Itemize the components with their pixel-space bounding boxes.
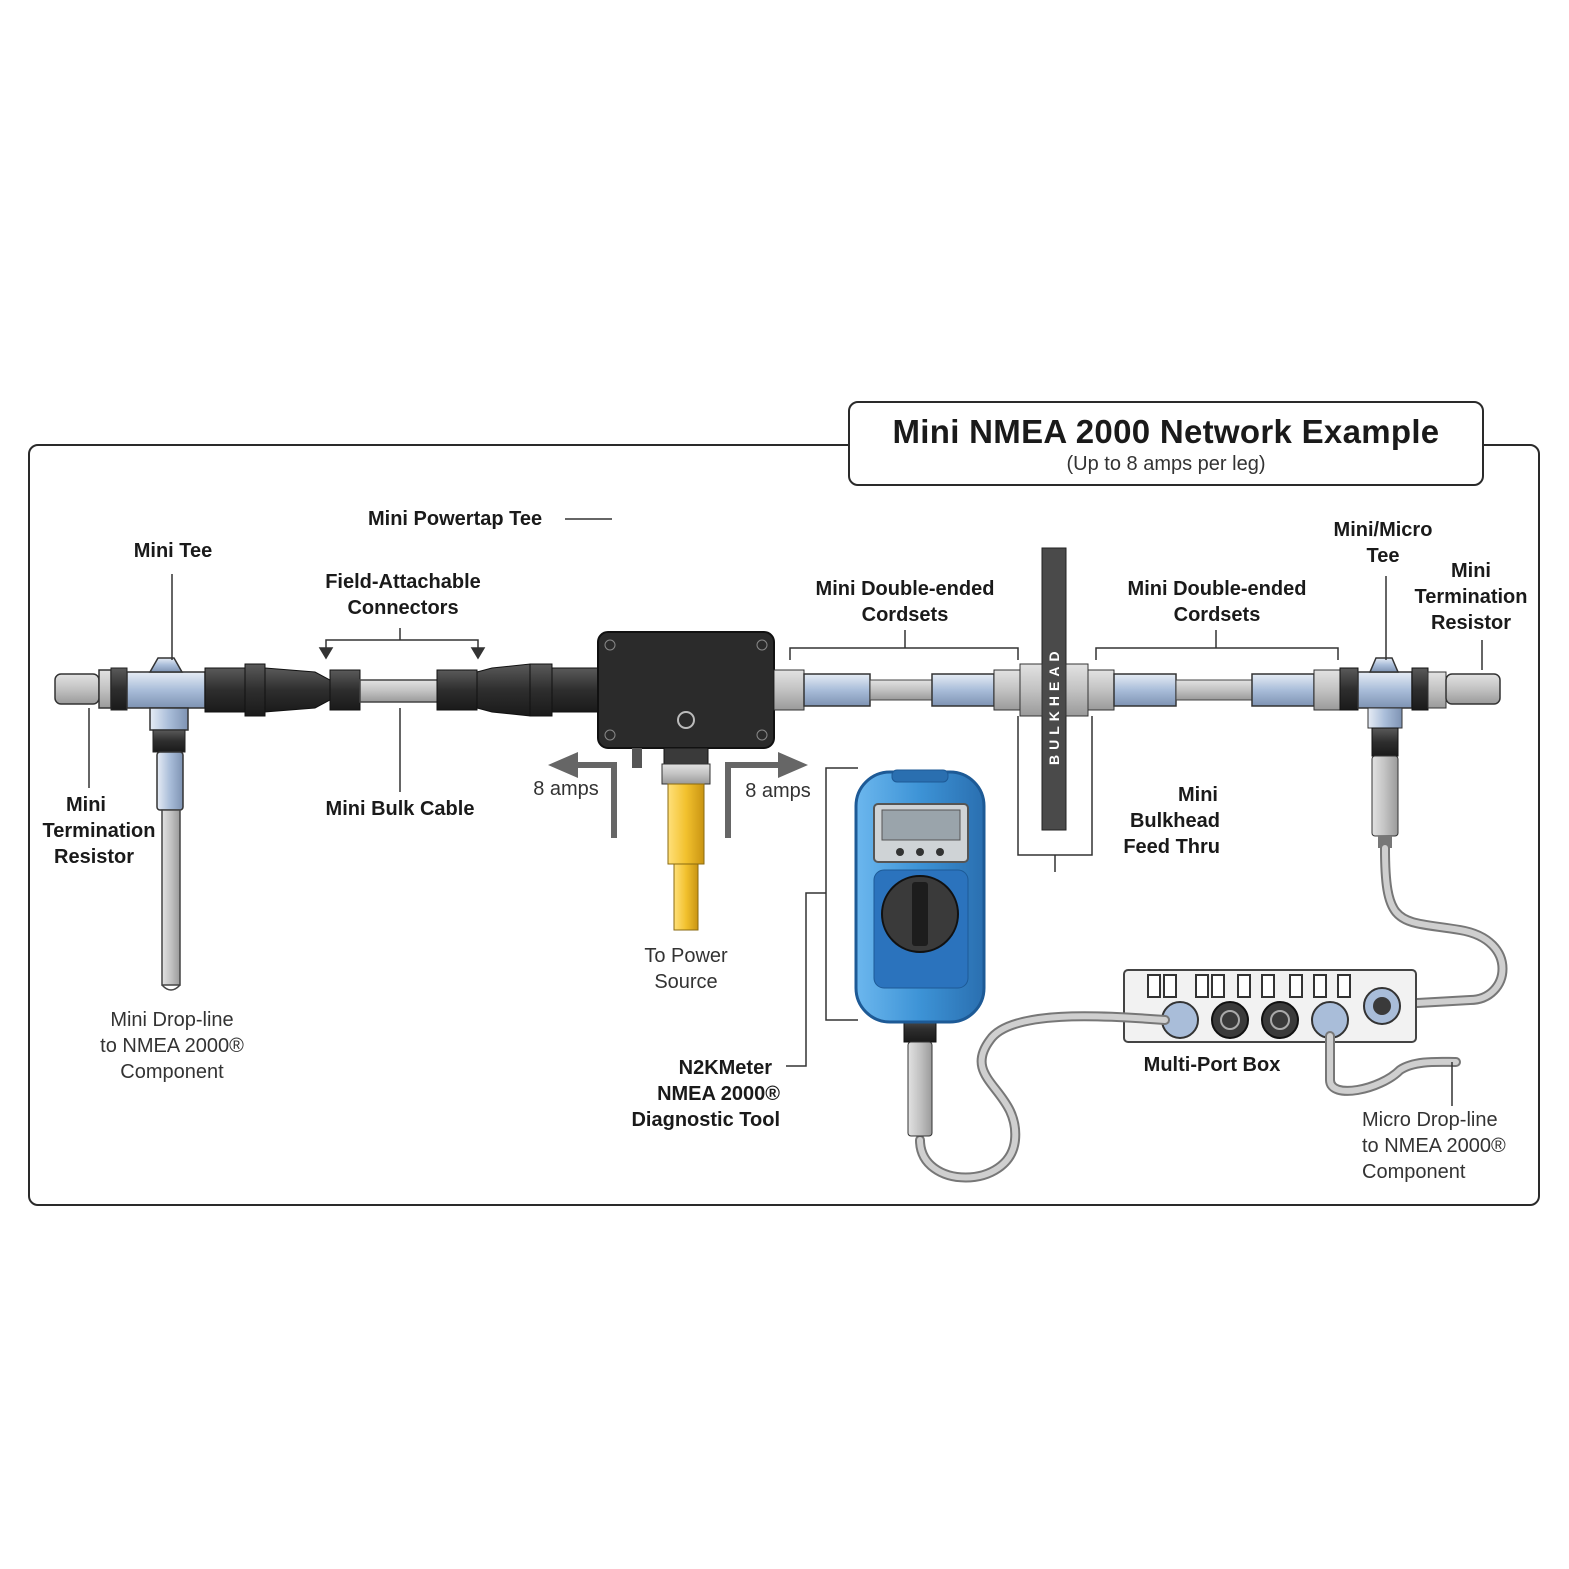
multi-port-box xyxy=(1123,969,1417,1043)
label-amps-right: 8 amps xyxy=(745,780,811,802)
power-cable xyxy=(661,763,711,931)
label-mini-micro-tee-line2: Tee xyxy=(1366,545,1400,567)
label-micro-dropline: Micro Drop-line to NMEA 2000® Component xyxy=(1362,1107,1522,1185)
label-n2kmeter-line2: NMEA 2000® xyxy=(657,1083,780,1105)
label-bulkhead-feed: Mini Bulkhead Feed Thru xyxy=(1108,782,1230,860)
diagram-frame xyxy=(28,444,1540,1206)
label-micro-dropline-line1: Micro Drop-line xyxy=(1362,1109,1498,1131)
label-cordsets-right: Mini Double-ended Cordsets xyxy=(1112,576,1322,628)
leader-lines xyxy=(88,518,1483,1106)
label-power-source-line1: To Power xyxy=(644,945,728,967)
label-mini-tee: Mini Tee xyxy=(133,540,213,562)
diagram-subtitle: (Up to 8 amps per leg) xyxy=(1066,453,1266,475)
mini-powertap-tee xyxy=(597,631,775,768)
label-term-left-line2: Termination xyxy=(42,820,156,842)
label-mini-powertap-tee: Mini Powertap Tee xyxy=(368,508,543,530)
left-current-arrow xyxy=(548,752,617,838)
left-cordset xyxy=(773,669,1021,711)
bulkhead: BULKHEAD xyxy=(1019,547,1089,831)
label-term-right-line2: Termination xyxy=(1414,586,1528,608)
label-n2kmeter-line1: N2KMeter xyxy=(678,1057,772,1079)
label-term-right-line1: Mini xyxy=(1451,560,1491,582)
label-mini-dropline-line2: to NMEA 2000® xyxy=(100,1035,244,1057)
right-field-connector xyxy=(436,663,601,717)
label-cordsets-right-line1: Mini Double-ended xyxy=(1127,578,1307,600)
label-bulkhead-feed-line3: Feed Thru xyxy=(1123,836,1220,858)
label-n2kmeter-line3: Diagnostic Tool xyxy=(631,1109,780,1131)
left-field-connector xyxy=(204,663,361,717)
left-termination-resistor xyxy=(54,667,128,711)
diagram-title: Mini NMEA 2000 Network Example xyxy=(892,413,1440,450)
label-mini-micro-tee: Mini/Micro Tee xyxy=(1326,517,1440,569)
label-term-left-line1: Mini xyxy=(66,794,106,816)
label-bulkhead-feed-line2: Bulkhead xyxy=(1129,810,1220,832)
mini-bulk-cable xyxy=(359,679,441,703)
bulkhead-text: BULKHEAD xyxy=(1046,646,1062,765)
right-termination-resistor xyxy=(1411,667,1501,711)
label-term-left-line3: Resistor xyxy=(54,846,135,868)
label-term-right: Mini Termination Resistor xyxy=(1406,558,1536,636)
label-mini-dropline: Mini Drop-line to NMEA 2000® Component xyxy=(92,1007,252,1085)
label-term-right-line3: Resistor xyxy=(1430,612,1512,634)
label-power-source: To Power Source xyxy=(626,943,746,995)
label-mini-micro-tee-line1: Mini/Micro xyxy=(1333,519,1433,541)
label-power-source-line2: Source xyxy=(654,971,718,993)
label-field-attachable-line2: Connectors xyxy=(347,597,459,619)
label-field-attachable: Field-Attachable Connectors xyxy=(303,569,503,621)
label-mini-bulk-cable: Mini Bulk Cable xyxy=(325,798,475,820)
right-mini-micro-tee xyxy=(1339,657,1413,848)
label-multiport-box: Multi-Port Box xyxy=(1143,1054,1281,1076)
right-current-arrow xyxy=(725,752,808,838)
label-micro-dropline-line2: to NMEA 2000® xyxy=(1362,1135,1506,1157)
label-cordsets-left: Mini Double-ended Cordsets xyxy=(800,576,1010,628)
title-box: Mini NMEA 2000 Network Example (Up to 8 … xyxy=(848,401,1484,486)
label-amps-left: 8 amps xyxy=(533,778,599,800)
label-mini-dropline-line1: Mini Drop-line xyxy=(110,1009,234,1031)
n2kmeter-device xyxy=(854,769,986,1137)
label-bulkhead-feed-line1: Mini xyxy=(1178,784,1218,806)
label-cordsets-left-line1: Mini Double-ended xyxy=(815,578,995,600)
label-cordsets-left-line2: Cordsets xyxy=(861,604,949,626)
label-micro-dropline-line3: Component xyxy=(1362,1161,1466,1183)
label-n2kmeter: N2KMeter NMEA 2000® Diagnostic Tool xyxy=(608,1055,780,1133)
label-mini-dropline-line3: Component xyxy=(120,1061,224,1083)
label-field-attachable-line1: Field-Attachable xyxy=(325,571,481,593)
label-term-left: Mini Termination Resistor xyxy=(34,792,164,870)
right-cordset xyxy=(1087,669,1341,711)
label-cordsets-right-line2: Cordsets xyxy=(1173,604,1261,626)
